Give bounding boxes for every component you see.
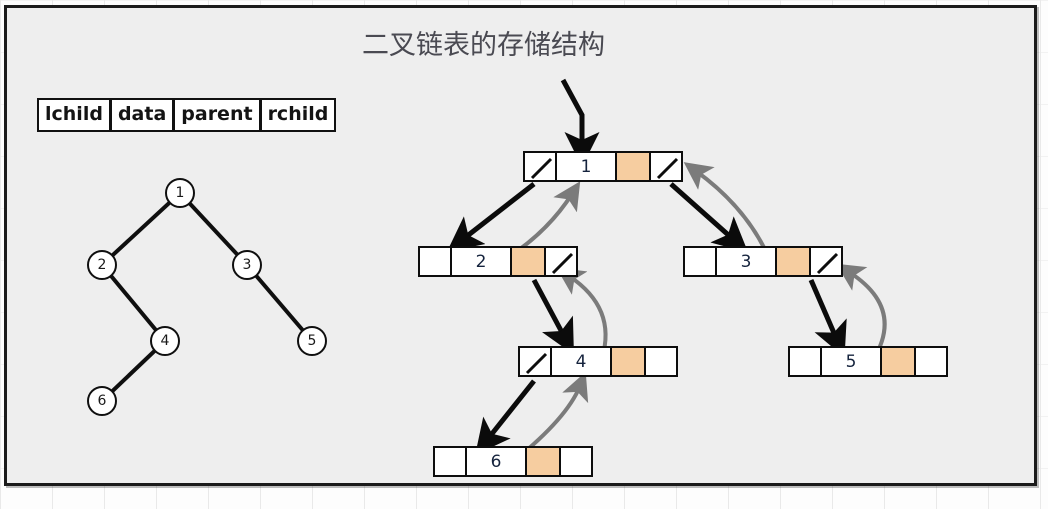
legend-cell-data: data bbox=[109, 98, 175, 132]
list-node-4-data: 4 bbox=[550, 346, 612, 377]
list-node-3-rchild bbox=[809, 246, 843, 277]
tree-edge-3-5 bbox=[245, 263, 314, 343]
tree-node-2: 2 bbox=[87, 250, 117, 280]
entry-pointer-arrow bbox=[560, 78, 600, 167]
abstract-binary-tree: 1 2 3 4 5 6 bbox=[62, 163, 362, 433]
list-node-5-data: 5 bbox=[820, 346, 882, 377]
tree-node-4: 4 bbox=[150, 326, 180, 356]
list-node-5[interactable]: 5 bbox=[788, 346, 948, 377]
child-pointer-1-to-2 bbox=[447, 182, 536, 252]
pointer-tick-icon bbox=[525, 352, 548, 375]
list-node-5-parent bbox=[880, 346, 916, 377]
list-node-6-rchild bbox=[559, 446, 593, 477]
node-field-legend: lchild data parent rchild bbox=[37, 98, 337, 132]
pointer-tick-icon bbox=[816, 252, 839, 275]
list-node-2-data: 2 bbox=[450, 246, 512, 277]
tree-node-5: 5 bbox=[297, 326, 327, 356]
list-node-3[interactable]: 3 bbox=[683, 246, 843, 277]
child-pointer-2-to-4 bbox=[531, 278, 574, 355]
list-node-1-rchild bbox=[649, 151, 683, 182]
list-node-3-data: 3 bbox=[715, 246, 777, 277]
legend-cell-parent: parent bbox=[173, 98, 261, 132]
list-node-6-parent bbox=[525, 446, 561, 477]
list-node-6-lchild bbox=[433, 446, 467, 477]
child-pointer-1-to-3 bbox=[669, 182, 749, 253]
list-node-3-lchild bbox=[683, 246, 717, 277]
list-node-4-rchild bbox=[644, 346, 678, 377]
list-node-2-parent bbox=[510, 246, 546, 277]
list-node-2-lchild bbox=[418, 246, 452, 277]
list-node-5-rchild bbox=[914, 346, 948, 377]
pointer-tick-icon bbox=[530, 157, 553, 180]
tree-node-6: 6 bbox=[87, 386, 117, 416]
list-node-6-data: 6 bbox=[465, 446, 527, 477]
pointer-tick-icon bbox=[551, 252, 574, 275]
list-node-4-parent bbox=[610, 346, 646, 377]
diagram-frame: 二叉链表的存储结构 lchild data parent rchild 1 2 … bbox=[4, 5, 1037, 486]
tree-edge-1-2 bbox=[100, 191, 182, 267]
list-node-5-lchild bbox=[788, 346, 822, 377]
list-node-1-parent bbox=[615, 151, 651, 182]
list-node-1[interactable]: 1 bbox=[523, 151, 683, 182]
child-pointer-3-to-5 bbox=[808, 279, 847, 358]
list-node-4[interactable]: 4 bbox=[518, 346, 678, 377]
list-node-1-data: 1 bbox=[555, 151, 617, 182]
tree-node-3: 3 bbox=[232, 250, 262, 280]
list-node-6[interactable]: 6 bbox=[433, 446, 593, 477]
list-node-4-lchild bbox=[518, 346, 552, 377]
list-node-2-rchild bbox=[544, 246, 578, 277]
list-node-1-lchild bbox=[523, 151, 557, 182]
tree-edge-2-4 bbox=[100, 263, 167, 343]
pointer-tick-icon bbox=[656, 157, 679, 180]
child-pointer-4-to-6 bbox=[475, 379, 536, 455]
page-title-text: 二叉链表的存储结构 bbox=[362, 30, 605, 61]
list-node-3-parent bbox=[775, 246, 811, 277]
page-title: 二叉链表的存储结构 bbox=[362, 23, 605, 62]
tree-node-1: 1 bbox=[165, 178, 195, 208]
list-node-2[interactable]: 2 bbox=[418, 246, 578, 277]
legend-cell-rchild: rchild bbox=[259, 98, 337, 132]
